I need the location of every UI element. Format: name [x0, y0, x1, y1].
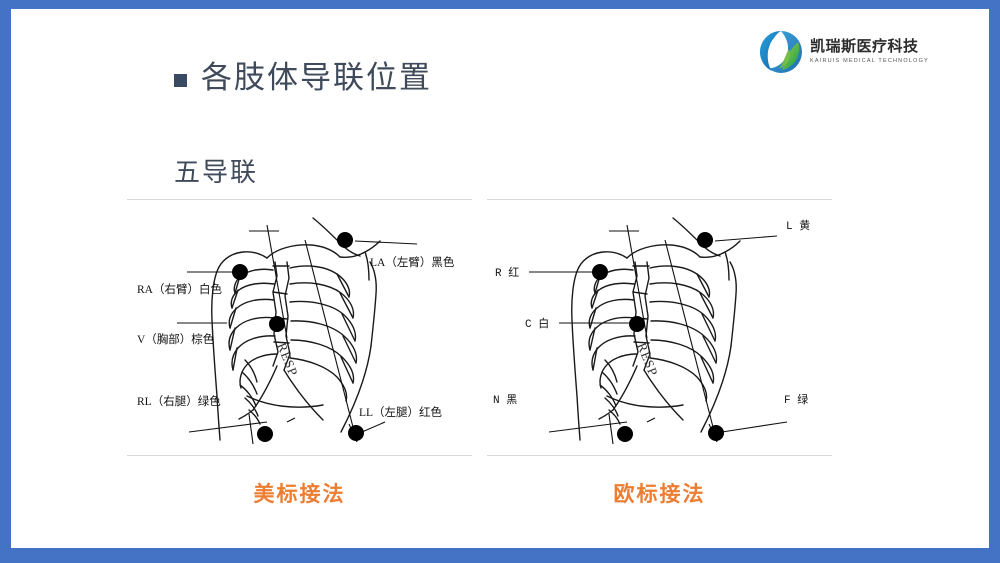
slide-border-top [0, 0, 1000, 9]
electrode-la [337, 232, 353, 248]
slide-border-left [0, 0, 11, 563]
electrode-ra [232, 264, 248, 280]
electrode-n [617, 426, 633, 442]
diagram-left-label-la: LA（左臂）黑色 [370, 255, 455, 269]
electrode-ll [348, 425, 364, 441]
electrode-v [269, 316, 285, 332]
page-title: 各肢体导联位置 [174, 62, 432, 93]
electrode-f [708, 425, 724, 441]
diagram-left-label-ll: LL（左腿）红色 [359, 405, 443, 419]
diagram-right-european: RESP L 黄 R 红 C 白 N 黑 F 绿 [487, 199, 832, 456]
slide-border-bottom [0, 548, 1000, 563]
company-logo: 凯瑞斯医疗科技 KAIRUIS MEDICAL TECHNOLOGY [758, 27, 938, 77]
caption-european-standard: 欧标接法 [613, 483, 706, 506]
logo-name-cn: 凯瑞斯医疗科技 [810, 38, 919, 56]
diagram-left-label-v: V（胸部）棕色 [137, 332, 215, 346]
electrode-c [629, 316, 645, 332]
logo-name-en: KAIRUIS MEDICAL TECHNOLOGY [810, 57, 929, 64]
bullet-square-icon [174, 74, 187, 87]
diagram-right-label-l: L 黄 [786, 218, 810, 233]
diagram-right-label-f: F 绿 [784, 392, 808, 407]
page-subtitle: 五导联 [174, 158, 259, 187]
diagram-left-label-ra: RA（右臂）白色 [137, 282, 222, 296]
diagram-right-label-n: N 黑 [493, 393, 517, 407]
logo-emblem-icon [758, 29, 804, 75]
diagram-right-label-c: C 白 [525, 316, 549, 331]
electrode-rl [257, 426, 273, 442]
diagram-left-label-rl: RL（右腿）绿色 [137, 394, 221, 408]
electrode-r [592, 264, 608, 280]
electrode-l [697, 232, 713, 248]
slide-border-right [989, 0, 1000, 563]
diagram-right-label-r: R 红 [495, 266, 519, 280]
caption-american-standard: 美标接法 [253, 483, 346, 506]
diagram-left-american: RESP LA（左臂）黑色 RA（右臂）白色 V（胸部）棕色 RL（右腿）绿色 … [127, 199, 472, 456]
page-title-text: 各肢体导联位置 [201, 60, 432, 95]
